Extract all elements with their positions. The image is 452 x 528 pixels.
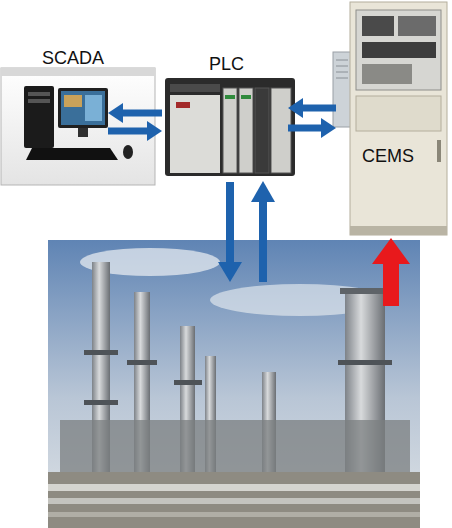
cabinet-window xyxy=(356,10,441,90)
cems-cabinet-illustration xyxy=(333,2,447,235)
arrow-shaft xyxy=(259,200,267,282)
pipe xyxy=(48,512,420,517)
device-label: CEMS xyxy=(362,146,414,166)
screen-graphic xyxy=(85,95,102,121)
mouse xyxy=(123,145,133,159)
drive-bay xyxy=(28,92,50,96)
ground xyxy=(48,472,420,528)
brand-mark xyxy=(176,102,190,108)
io-module xyxy=(255,88,269,173)
device-label: SCADA xyxy=(42,48,104,68)
cabinet-body xyxy=(350,2,447,235)
arrow-shaft xyxy=(226,182,234,264)
arrow-head xyxy=(372,238,410,264)
arrow-shaft xyxy=(383,262,399,306)
arrow-shaft xyxy=(121,110,162,117)
signal-arrow xyxy=(108,121,162,141)
window-bar xyxy=(1,68,155,76)
status-led xyxy=(241,95,251,99)
vent-line xyxy=(336,78,348,79)
device-label: PLC xyxy=(209,54,244,74)
signal-arrow xyxy=(288,98,336,118)
vent-line xyxy=(336,72,348,73)
arrow-head xyxy=(218,262,242,282)
sky xyxy=(48,240,420,528)
keyboard xyxy=(26,148,118,160)
analyzer xyxy=(362,42,436,58)
pipe xyxy=(48,498,420,504)
device-node: PLC xyxy=(162,52,288,180)
plant-signal-arrows xyxy=(218,181,410,306)
analyzer xyxy=(362,64,412,84)
cooling-unit xyxy=(333,52,351,127)
arrow-shaft xyxy=(108,128,149,135)
monitor xyxy=(58,88,108,128)
screen-graphic xyxy=(64,95,82,107)
io-module xyxy=(271,88,291,173)
arrow-shaft xyxy=(301,105,336,112)
arrow-head xyxy=(321,118,336,138)
monitor-stand xyxy=(78,128,88,137)
analyzer xyxy=(362,16,394,36)
door-handle xyxy=(437,140,441,162)
platform xyxy=(84,350,118,355)
signal-arrow xyxy=(108,103,162,123)
arrow-head xyxy=(108,103,123,123)
cabinet-base xyxy=(350,226,447,235)
plc-illustration xyxy=(165,78,295,176)
platform xyxy=(338,360,392,365)
platform xyxy=(340,288,390,294)
drive-bay xyxy=(28,99,50,103)
power-supply xyxy=(170,95,220,173)
cabinet-panel xyxy=(356,96,441,131)
signal-arrow xyxy=(288,118,336,138)
io-module xyxy=(239,88,253,173)
platform xyxy=(84,400,118,405)
pipe xyxy=(48,484,420,491)
computer-illustration xyxy=(1,68,155,185)
arrow-shaft xyxy=(288,125,323,132)
analyzer xyxy=(398,16,436,36)
vent-line xyxy=(336,66,348,67)
io-module xyxy=(223,88,237,173)
plant-structure xyxy=(60,420,410,472)
pc-tower xyxy=(24,86,54,148)
device-node: SCADA xyxy=(0,45,108,185)
platform xyxy=(174,380,202,385)
device-node: CEMS xyxy=(336,0,450,235)
monitor-screen xyxy=(61,91,105,125)
plc-chassis xyxy=(165,78,295,176)
platform xyxy=(127,360,157,365)
arrow-head xyxy=(147,121,162,141)
window-frame xyxy=(1,68,155,185)
arrow-head xyxy=(251,181,275,202)
status-led xyxy=(225,95,235,99)
arrow-head xyxy=(288,98,303,118)
vent-line xyxy=(336,60,348,61)
vent xyxy=(170,84,220,92)
refinery-illustration xyxy=(48,240,420,528)
